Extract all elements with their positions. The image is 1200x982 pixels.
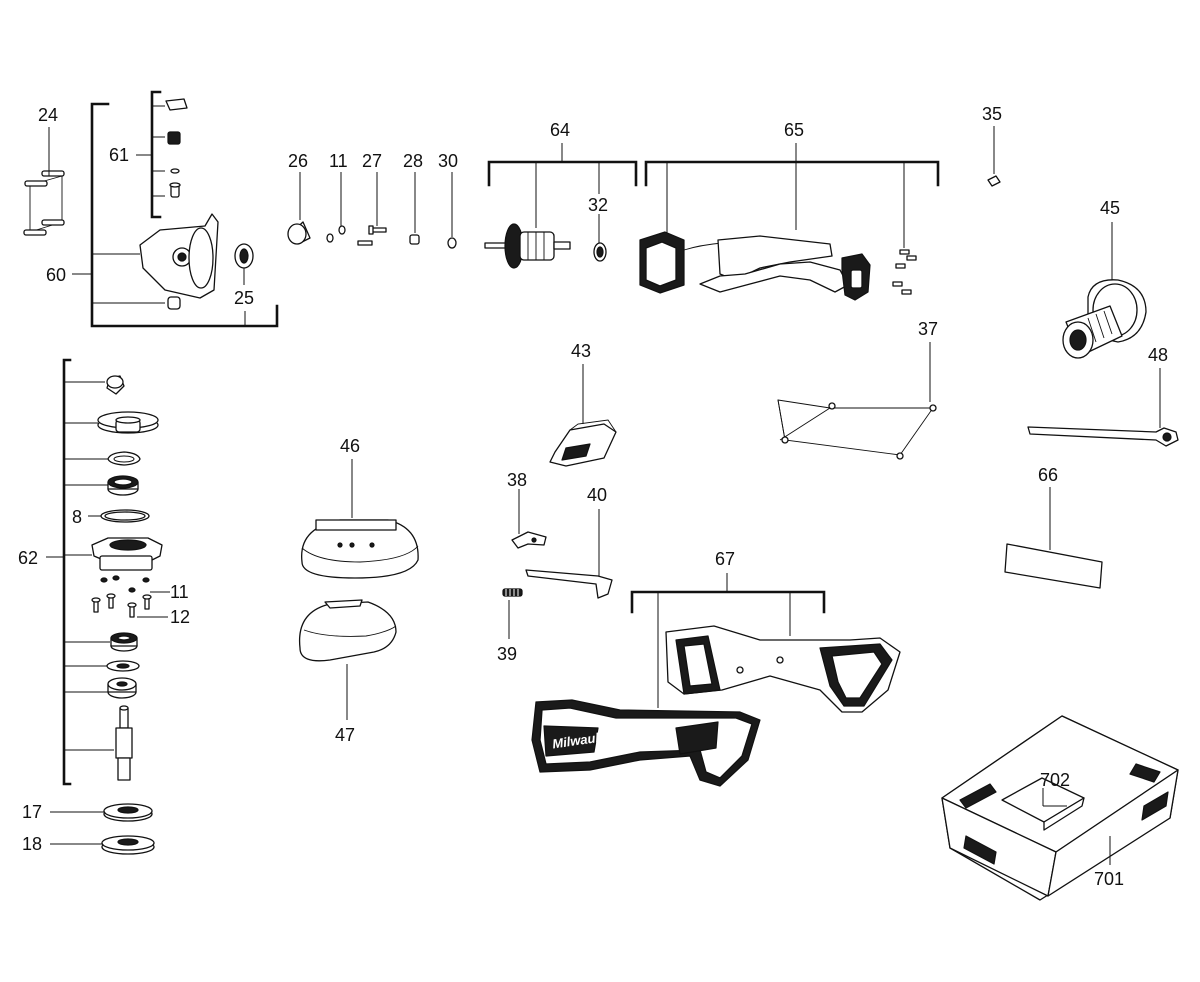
- part-27-screw: [357, 225, 387, 246]
- label-35: 35: [982, 104, 1002, 124]
- part-38-lever: [511, 531, 547, 549]
- label-11-front: 11: [170, 582, 189, 602]
- label-40: 40: [587, 485, 607, 505]
- label-32: 32: [588, 195, 608, 215]
- part-37-wire-cage: [777, 399, 937, 460]
- label-37: 37: [918, 319, 938, 339]
- label-27: 27: [362, 151, 382, 171]
- part-65-stator-electronics: [639, 231, 917, 301]
- part-64-armature: [484, 223, 571, 269]
- label-65: 65: [784, 120, 804, 140]
- group-64-bracket: [487, 143, 638, 243]
- group-62-bracket: [46, 358, 72, 786]
- label-11-top: 11: [329, 151, 348, 171]
- label-26: 26: [288, 151, 308, 171]
- group-67-bracket: [630, 573, 826, 708]
- part-48-wrench: [1027, 426, 1179, 447]
- part-11-washer-top: [326, 225, 346, 243]
- part-28-nut: [409, 234, 420, 245]
- part-45-side-handle: [1062, 279, 1147, 359]
- label-702: 702: [1040, 770, 1070, 790]
- part-35-clip: [987, 175, 1001, 187]
- label-43: 43: [571, 341, 591, 361]
- part-66-label: [1004, 543, 1103, 589]
- label-62: 62: [18, 548, 38, 568]
- part-62-components: [91, 375, 163, 781]
- group-62-leaders: [64, 381, 170, 751]
- label-64: 64: [550, 120, 570, 140]
- label-67: 67: [715, 549, 735, 569]
- label-61: 61: [109, 145, 129, 165]
- part-47-guard: [298, 599, 397, 662]
- part-67-housing-right: [665, 625, 901, 713]
- label-60: 60: [46, 265, 66, 285]
- part-25-bearing: [234, 243, 254, 269]
- part-26-cap: [287, 221, 311, 245]
- part-18-nut: [101, 835, 155, 855]
- group-60-bracket: [72, 102, 279, 328]
- label-8: 8: [72, 507, 82, 527]
- part-67-housing-left: [531, 699, 761, 787]
- part-24-bracket: [23, 170, 65, 236]
- part-30-ring: [447, 237, 457, 249]
- part-32-bearing: [593, 242, 607, 262]
- part-60-gear-housing: [92, 213, 219, 310]
- label-39: 39: [497, 644, 517, 664]
- label-45: 45: [1100, 198, 1120, 218]
- group-65-bracket: [644, 143, 940, 248]
- label-24: 24: [38, 105, 58, 125]
- label-18: 18: [22, 834, 42, 854]
- part-40-rod: [525, 569, 613, 599]
- label-28: 28: [403, 151, 423, 171]
- label-701: 701: [1094, 869, 1124, 889]
- label-66: 66: [1038, 465, 1058, 485]
- part-61-components: [165, 98, 188, 198]
- label-38: 38: [507, 470, 527, 490]
- label-12: 12: [170, 607, 190, 627]
- label-46: 46: [340, 436, 360, 456]
- label-47: 47: [335, 725, 355, 745]
- label-17: 17: [22, 802, 42, 822]
- part-39-spring: [502, 588, 523, 597]
- part-46-wheel-guard: [301, 519, 419, 579]
- label-48: 48: [1148, 345, 1168, 365]
- label-30: 30: [438, 151, 458, 171]
- part-43-switch-cover: [549, 419, 617, 467]
- part-17-flange: [103, 803, 153, 822]
- label-25: 25: [234, 288, 254, 308]
- group-61-bracket: [136, 90, 165, 219]
